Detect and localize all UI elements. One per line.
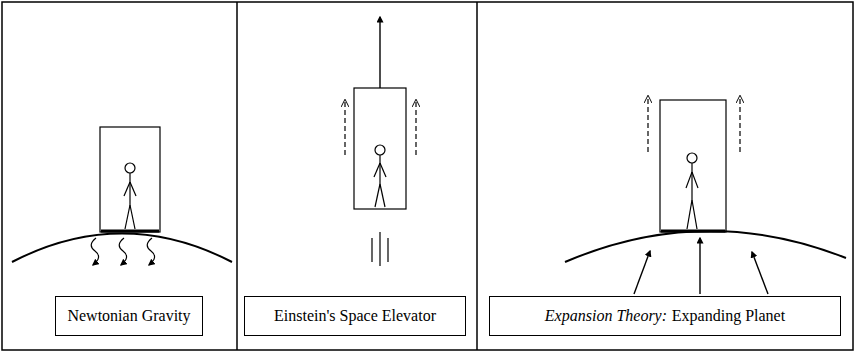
- dashed-arrow: [647, 96, 648, 152]
- newtonian-panel: [12, 127, 232, 265]
- panel-divider: [236, 2, 238, 350]
- caption-text-group: Newtonian Gravity: [67, 307, 190, 325]
- dashed-arrow: [739, 96, 740, 152]
- caption-text: Expanding Planet: [672, 307, 785, 324]
- stick-figure: [374, 145, 386, 207]
- elevator-box: [100, 127, 160, 232]
- expansion-panel: [565, 96, 846, 294]
- caption-text: Einstein's Space Elevator: [274, 307, 436, 324]
- elevator-floor: [101, 230, 159, 233]
- gravity-wave-arrows: [91, 238, 154, 265]
- stick-figure: [124, 163, 136, 229]
- dashed-arrow: [415, 100, 416, 155]
- caption-box: Expansion Theory: Expanding Planet: [489, 296, 841, 336]
- caption-box: Einstein's Space Elevator: [244, 296, 466, 336]
- elevator-box: [660, 100, 726, 232]
- caption-text-group: Einstein's Space Elevator: [274, 307, 436, 325]
- elevator-box: [354, 88, 406, 209]
- expansion-arrows: [634, 238, 768, 294]
- planet-surface: [565, 231, 846, 262]
- caption-text: Newtonian Gravity: [67, 307, 190, 324]
- planet-surface: [12, 234, 232, 263]
- stick-figure: [686, 153, 698, 229]
- dashed-arrow: [344, 100, 345, 155]
- acceleration-arrow: [379, 17, 380, 88]
- elevator-floor: [661, 230, 725, 233]
- caption-box: Newtonian Gravity: [55, 296, 203, 336]
- panel-divider: [476, 2, 478, 350]
- caption-text: Expansion Theory:: [545, 307, 667, 324]
- elevator-panel: [345, 17, 416, 266]
- caption-text-group: Expansion Theory: Expanding Planet: [545, 307, 785, 325]
- thrust-lines: [372, 232, 388, 266]
